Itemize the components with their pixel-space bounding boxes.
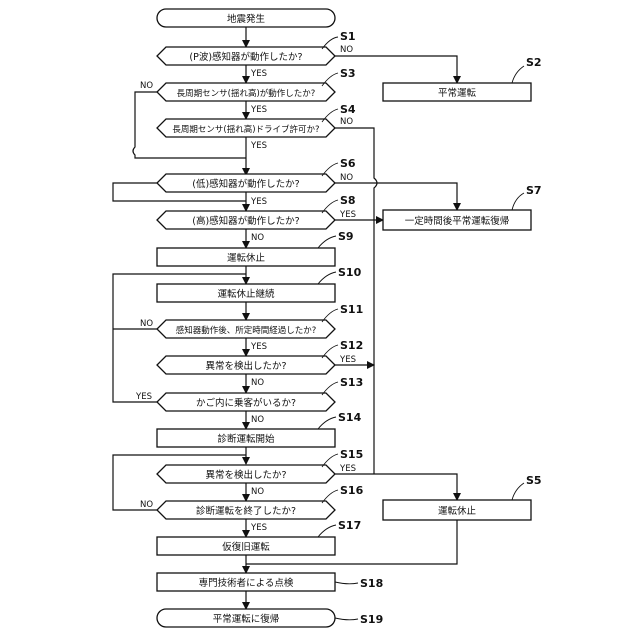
- step-label-s11: S11: [340, 303, 363, 316]
- label-s4-yes: YES: [250, 141, 267, 151]
- node-s10-process: 運転休止継続: [157, 284, 335, 302]
- node-s18-process: 専門技術者による点検: [157, 573, 335, 591]
- step-label-s15: S15: [340, 448, 363, 461]
- node-s1-decision: (P波)感知器が動作したか?: [157, 47, 335, 65]
- label-s12-no: NO: [251, 378, 264, 388]
- step-label-s8: S8: [340, 194, 356, 207]
- node-s15-text: 異常を検出したか?: [205, 469, 286, 481]
- node-s15-decision: 異常を検出したか?: [157, 465, 335, 483]
- label-s16-yes: YES: [250, 523, 267, 533]
- step-label-s5: S5: [526, 474, 542, 487]
- label-s3-yes: YES: [250, 105, 267, 115]
- node-s13-decision: かご内に乗客がいるか?: [157, 393, 335, 411]
- node-s12-decision: 異常を検出したか?: [157, 356, 335, 374]
- node-start: 地震発生: [157, 9, 335, 27]
- label-s8-no: NO: [251, 233, 264, 243]
- node-s9-process: 運転休止: [157, 248, 335, 266]
- node-s2-text: 平常運転: [438, 87, 477, 99]
- label-s11-yes: YES: [250, 342, 267, 352]
- label-s15-no: NO: [251, 487, 264, 497]
- node-s19-terminal: 平常運転に復帰: [157, 609, 335, 627]
- label-s11-no: NO: [140, 319, 153, 329]
- node-s12-text: 異常を検出したか?: [205, 360, 286, 372]
- node-s7-text: 一定時間後平常運転復帰: [405, 215, 510, 227]
- node-s18-text: 専門技術者による点検: [199, 577, 294, 589]
- label-s15-yes: YES: [339, 464, 356, 474]
- node-s10-text: 運転休止継続: [217, 288, 275, 300]
- step-label-s13: S13: [340, 376, 363, 389]
- step-label-s17: S17: [338, 519, 361, 532]
- step-label-s12: S12: [340, 339, 363, 352]
- node-s16-text: 診断運転を終了したか?: [196, 505, 296, 517]
- node-s8-text: (高)感知器が動作したか?: [192, 215, 299, 227]
- node-s2-process: 平常運転: [383, 83, 531, 101]
- node-s11-text: 感知器動作後、所定時間経過したか?: [176, 325, 317, 336]
- node-s9-text: 運転休止: [227, 252, 266, 264]
- label-s13-no: NO: [251, 415, 264, 425]
- label-s16-no: NO: [140, 500, 153, 510]
- label-s1-no: NO: [340, 45, 353, 55]
- node-s4-text: 長周期センサ(揺れ高)ドライブ許可か?: [172, 124, 319, 135]
- node-start-text: 地震発生: [227, 13, 266, 25]
- node-s5-text: 運転休止: [438, 505, 477, 517]
- node-s19-text: 平常運転に復帰: [213, 613, 280, 625]
- step-label-s18: S18: [360, 577, 383, 590]
- node-s6-decision: (低)感知器が動作したか?: [157, 174, 335, 192]
- node-s14-process: 診断運転開始: [157, 429, 335, 447]
- step-labels: S1 S2 S3 S4 S6 S7 S8 S9 S10 S11 S12 S13 …: [338, 30, 542, 626]
- label-s1-yes: YES: [250, 69, 267, 79]
- node-s13-text: かご内に乗客がいるか?: [196, 397, 296, 409]
- node-s8-decision: (高)感知器が動作したか?: [157, 211, 335, 229]
- step-label-s10: S10: [338, 266, 362, 279]
- step-label-s16: S16: [340, 484, 364, 497]
- step-label-s7: S7: [526, 184, 542, 197]
- label-s4-no: NO: [340, 117, 353, 127]
- node-s14-text: 診断運転開始: [217, 433, 275, 445]
- node-s16-decision: 診断運転を終了したか?: [157, 501, 335, 519]
- connectors: [113, 27, 457, 609]
- label-s13-yes: YES: [135, 392, 152, 402]
- node-s6-text: (低)感知器が動作したか?: [192, 178, 299, 190]
- step-label-s9: S9: [338, 230, 354, 243]
- node-s3-decision: 長周期センサ(揺れ高)が動作したか?: [157, 83, 335, 101]
- step-label-s14: S14: [338, 411, 362, 424]
- node-s17-process: 仮復旧運転: [157, 537, 335, 555]
- label-s6-yes: YES: [250, 197, 267, 207]
- label-s8-yes: YES: [339, 210, 356, 220]
- node-s1-text: (P波)感知器が動作したか?: [189, 51, 302, 63]
- node-s17-text: 仮復旧運転: [222, 541, 270, 553]
- label-s6-no: NO: [340, 173, 353, 183]
- node-s7-process: 一定時間後平常運転復帰: [383, 210, 531, 230]
- step-label-s4: S4: [340, 103, 356, 116]
- node-s5-process: 運転休止: [383, 500, 531, 520]
- node-s4-decision: 長周期センサ(揺れ高)ドライブ許可か?: [157, 119, 335, 137]
- label-s12-yes: YES: [339, 355, 356, 365]
- step-label-s2: S2: [526, 56, 542, 69]
- step-label-s6: S6: [340, 157, 356, 170]
- step-label-s3: S3: [340, 67, 356, 80]
- step-label-s19: S19: [360, 613, 383, 626]
- node-s3-text: 長周期センサ(揺れ高)が動作したか?: [177, 88, 316, 99]
- node-s11-decision: 感知器動作後、所定時間経過したか?: [157, 320, 335, 338]
- label-s3-no: NO: [140, 81, 153, 91]
- step-label-s1: S1: [340, 30, 356, 43]
